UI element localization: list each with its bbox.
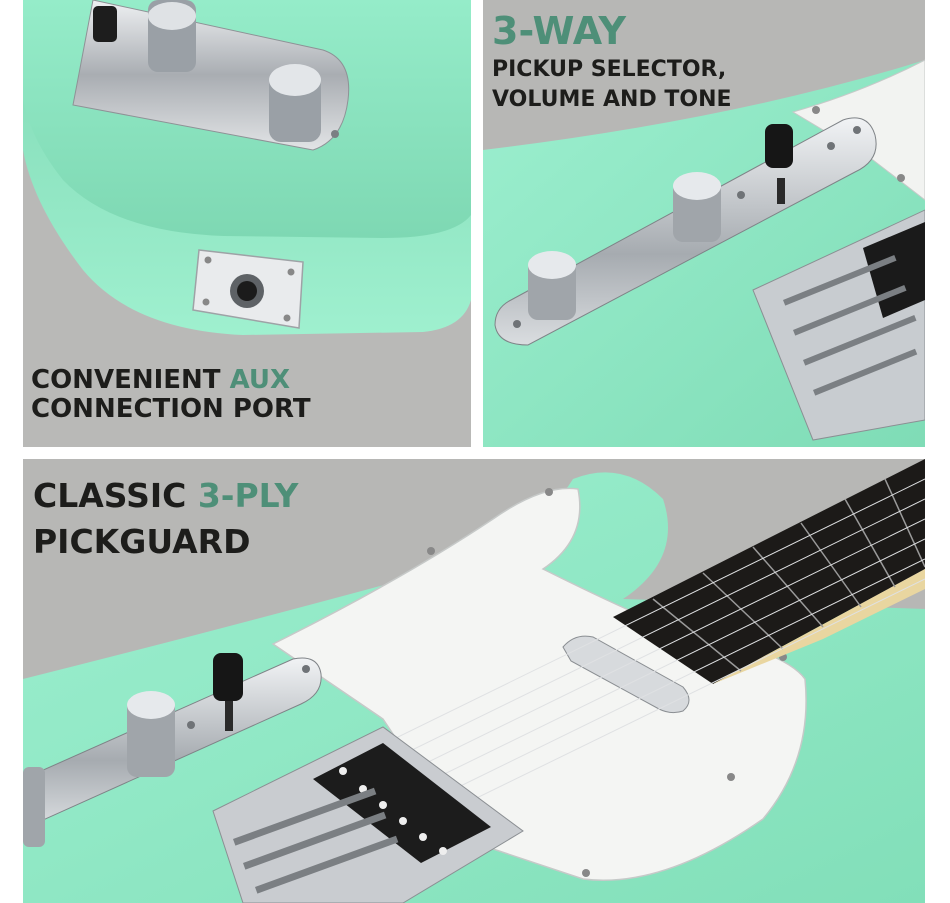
aux-jack-icon	[192, 249, 304, 329]
pickup-selector-switch-icon	[213, 653, 243, 731]
pickguard-caption-plain: CLASSIC	[33, 476, 198, 515]
bridge-icon	[212, 726, 524, 903]
pickguard-photo	[23, 459, 925, 903]
selector-headline: 3-WAY	[492, 9, 627, 53]
aux-port-panel: CONVENIENT AUX CONNECTION PORT	[23, 0, 471, 447]
pickguard-caption-line2: PICKGUARD	[33, 522, 251, 562]
knob-icon	[148, 0, 196, 72]
selector-caption-line2: VOLUME AND TONE	[492, 86, 732, 112]
selector-caption-line1: PICKUP SELECTOR,	[492, 57, 727, 82]
aux-port-photo	[23, 0, 471, 447]
pickguard-caption: CLASSIC 3-PLY PICKGUARD	[33, 473, 298, 565]
aux-caption-accent: AUX	[229, 365, 291, 395]
pickguard-panel: CLASSIC 3-PLY PICKGUARD	[23, 459, 925, 903]
neck-pickup-icon	[562, 635, 690, 714]
knob-icon	[23, 767, 45, 847]
bridge-icon	[752, 209, 925, 441]
selector-panel: 3-WAY PICKUP SELECTOR, VOLUME AND TONE	[483, 0, 925, 447]
aux-caption-plain: CONVENIENT	[31, 365, 230, 395]
tone-knob-icon	[528, 251, 576, 320]
pickup-selector-switch-icon	[765, 124, 793, 204]
aux-caption-line2: CONNECTION PORT	[31, 394, 311, 425]
volume-knob-icon	[673, 172, 721, 242]
selector-photo	[483, 0, 925, 447]
aux-caption: CONVENIENT AUX CONNECTION PORT	[31, 365, 311, 425]
knob-icon	[127, 691, 175, 777]
pickguard-caption-accent: 3-PLY	[197, 476, 299, 515]
selector-caption: PICKUP SELECTOR, VOLUME AND TONE	[492, 55, 732, 114]
fretboard-icon	[613, 459, 925, 684]
knob-icon	[269, 64, 321, 142]
